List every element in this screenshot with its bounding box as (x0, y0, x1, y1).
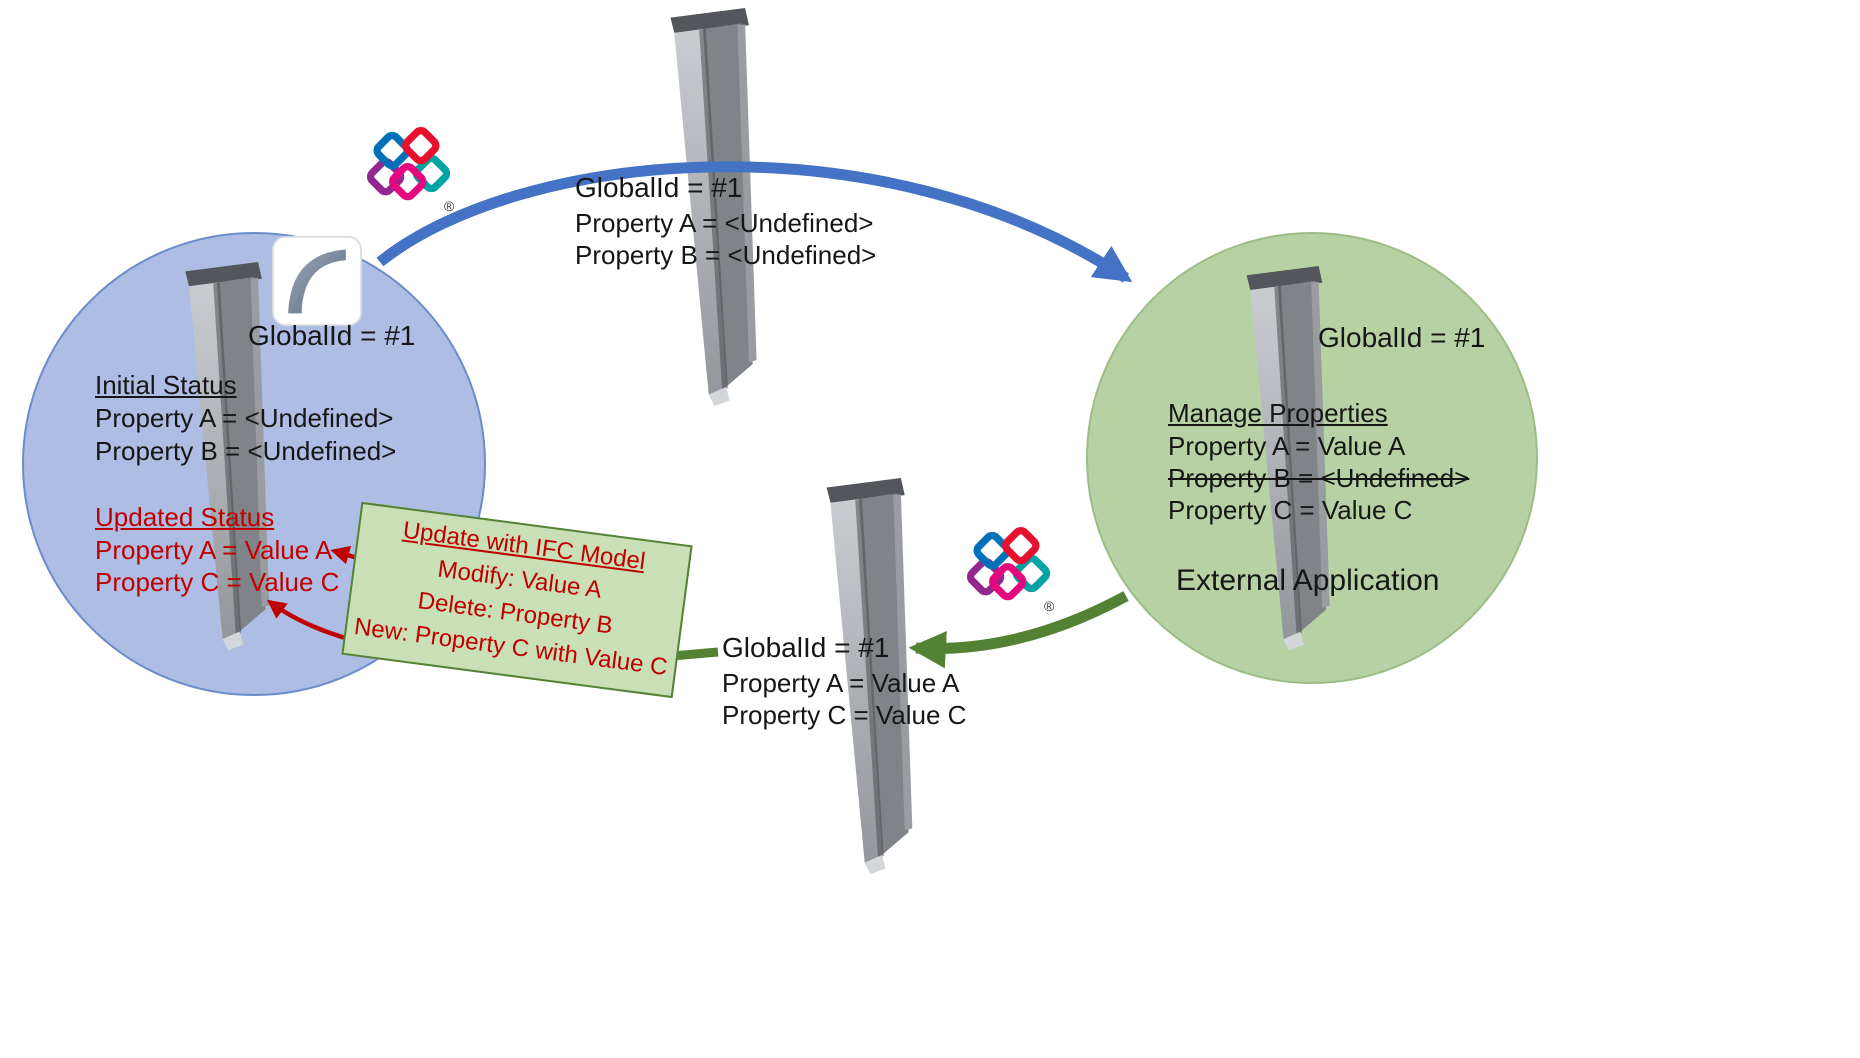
source-initial-property-a: Property A = <Undefined> (95, 403, 394, 433)
import-property-c: Property C = Value C (722, 700, 967, 730)
update-note-box: Update with IFC Model Modify: Value A De… (341, 501, 693, 699)
external-property-b-deleted: Property B = <Undefined> (1168, 463, 1470, 493)
external-globalid: GlobalId = #1 (1318, 322, 1486, 353)
ifc-logo-export-registered-mark: ® (444, 198, 455, 214)
archicad-app-icon (272, 236, 362, 326)
source-globalid: GlobalId = #1 (248, 320, 416, 351)
source-initial-status-title: Initial Status (95, 370, 237, 400)
source-updated-status-title: Updated Status (95, 502, 275, 532)
ifc-logo-export-icon (366, 126, 456, 216)
external-property-c: Property C = Value C (1168, 495, 1413, 525)
source-updated-property-a: Property A = Value A (95, 535, 333, 565)
import-globalid: GlobalId = #1 (722, 632, 890, 663)
external-property-a: Property A = Value A (1168, 431, 1406, 461)
source-updated-property-c: Property C = Value C (95, 567, 340, 597)
export-property-a: Property A = <Undefined> (575, 208, 874, 238)
export-globalid: GlobalId = #1 (575, 172, 743, 203)
source-initial-property-b: Property B = <Undefined> (95, 436, 397, 466)
external-manage-properties-title: Manage Properties (1168, 398, 1388, 428)
ifc-logo-import-icon (966, 526, 1056, 616)
import-property-a: Property A = Value A (722, 668, 960, 698)
external-app-caption: External Application (1176, 564, 1440, 597)
import-to-note-connector (671, 647, 719, 661)
ifc-logo-import-registered-mark: ® (1044, 598, 1055, 614)
export-property-b: Property B = <Undefined> (575, 240, 877, 270)
